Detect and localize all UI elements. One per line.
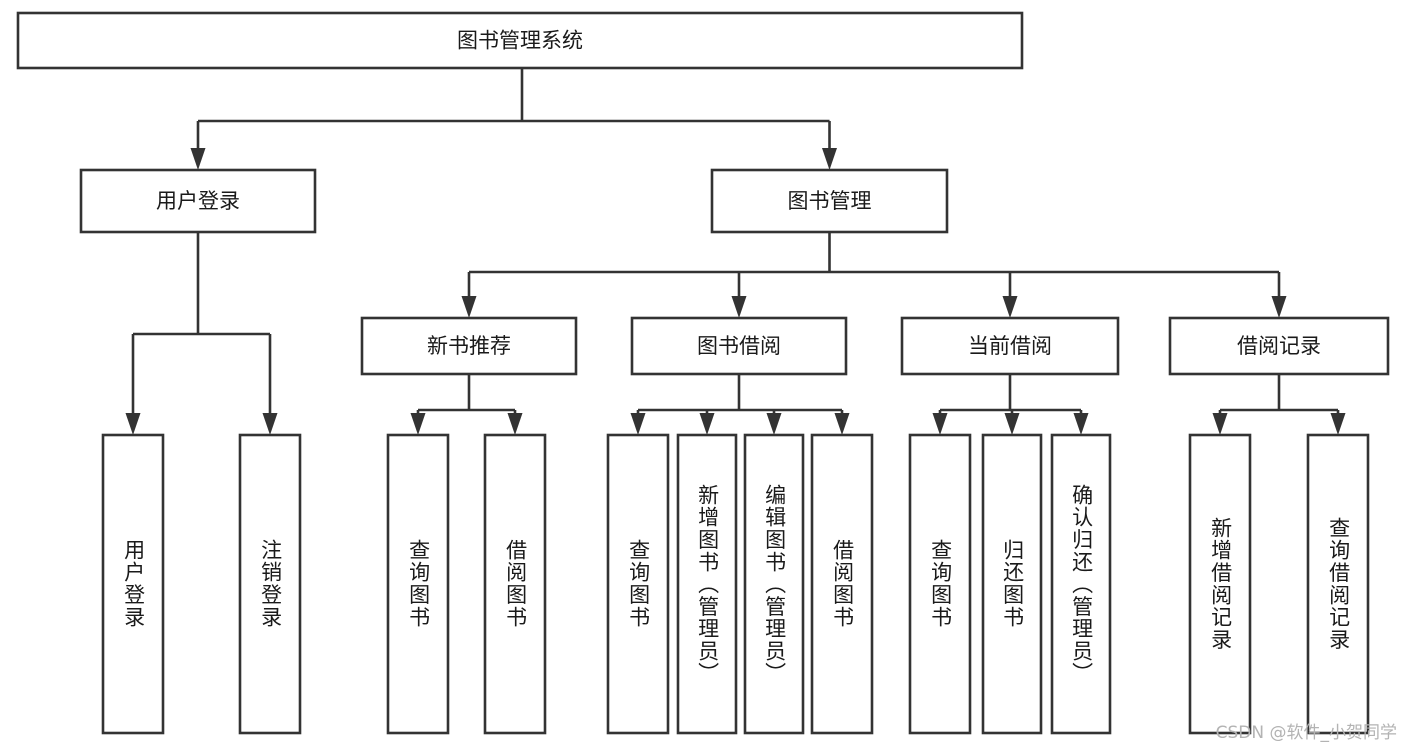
node-box-leaf-8 — [908, 433, 972, 735]
connector-arrowhead — [1212, 413, 1228, 435]
connector-arrowhead — [262, 413, 278, 435]
node-label-level3-0: 新书推荐 — [427, 334, 511, 358]
node-box-leaf-11 — [1188, 433, 1252, 735]
node-box-leaf-7 — [810, 433, 874, 735]
connector-arrowhead — [461, 296, 477, 318]
connector-arrowhead — [731, 296, 747, 318]
node-box-level2-0 — [79, 168, 317, 234]
node-label-root: 图书管理系统 — [457, 29, 583, 53]
node-label-level2-1: 图书管理 — [788, 189, 872, 213]
connector-arrowhead — [507, 413, 523, 435]
connector-arrowhead — [410, 413, 426, 435]
node-box-leaf-4 — [606, 433, 670, 735]
connector-arrowhead — [1073, 413, 1089, 435]
node-box-level3-2 — [900, 316, 1120, 376]
node-box-leaf-6 — [743, 433, 805, 735]
connector-arrowhead — [1271, 296, 1287, 318]
connector-arrowhead — [1002, 296, 1018, 318]
node-box-leaf-12 — [1306, 433, 1370, 735]
node-box-leaf-10 — [1050, 433, 1112, 735]
node-box-leaf-3 — [483, 433, 547, 735]
boxes-layer — [16, 11, 1390, 735]
node-box-leaf-9 — [981, 433, 1043, 735]
connector-arrowhead — [190, 148, 206, 170]
connector-arrowhead — [125, 413, 141, 435]
connector-arrowhead — [822, 148, 837, 170]
connector-arrowhead — [766, 413, 782, 435]
connector-arrowhead — [932, 413, 948, 435]
node-box-level2-1 — [710, 168, 949, 234]
node-box-leaf-0 — [101, 433, 165, 735]
node-box-root — [16, 11, 1024, 70]
node-box-level3-1 — [630, 316, 848, 376]
node-label-level3-1: 图书借阅 — [697, 334, 781, 358]
connector-arrowhead — [1330, 413, 1346, 435]
node-label-level3-3: 借阅记录 — [1237, 334, 1321, 358]
node-box-level3-0 — [360, 316, 578, 376]
node-box-leaf-5 — [676, 433, 738, 735]
node-box-leaf-1 — [238, 433, 302, 735]
node-box-level3-3 — [1168, 316, 1390, 376]
connector-arrowhead — [1004, 413, 1020, 435]
node-label-level3-2: 当前借阅 — [968, 334, 1052, 358]
watermark-text: CSDN @软件_小贺同学 — [1215, 723, 1397, 743]
connector-arrowhead — [834, 413, 850, 435]
connector-arrowhead — [699, 413, 715, 435]
connectors-layer — [125, 68, 1346, 435]
node-label-level2-0: 用户登录 — [156, 189, 240, 213]
connector-arrowhead — [630, 413, 646, 435]
node-box-leaf-2 — [386, 433, 450, 735]
